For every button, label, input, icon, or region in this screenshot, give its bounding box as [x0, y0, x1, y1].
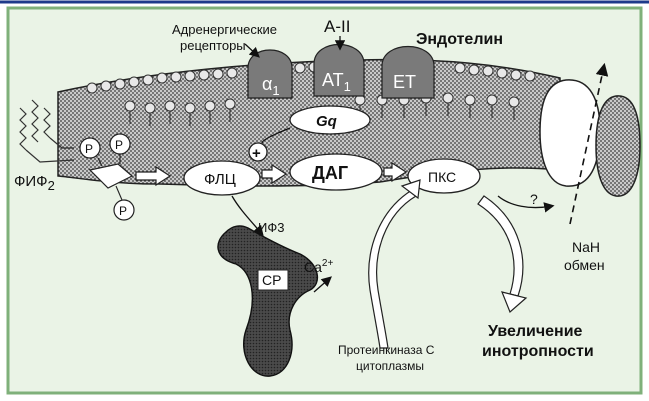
adrenergic-label-line1: Адренергические	[172, 22, 277, 37]
svg-text:P: P	[115, 138, 123, 152]
nah-label-line2: обмен	[564, 257, 605, 273]
inotropy-label-line2: инотропности	[482, 343, 594, 360]
plc-label: ФЛЦ	[204, 171, 236, 188]
cyto-pkc-label-line1: Протеинкиназа С	[338, 343, 435, 357]
svg-text:P: P	[119, 204, 127, 218]
inotropy-label-line1: Увеличение	[488, 323, 583, 340]
svg-text:P: P	[85, 142, 93, 156]
nah-label-line1: NaH	[572, 239, 600, 255]
angiotensin-label: A-II	[324, 17, 350, 36]
adrenergic-label-line2: рецепторы	[180, 38, 246, 53]
ip3-label: ИФ3	[258, 220, 284, 235]
dag-label: ДАГ	[312, 163, 348, 183]
plus-label: +	[252, 145, 261, 162]
question-label: ?	[530, 191, 538, 207]
gq-label: Gq	[316, 113, 337, 130]
sr-label: СР	[262, 272, 281, 288]
et-label: ET	[393, 72, 416, 92]
pkc-label: ПКС	[428, 169, 456, 185]
endothelin-label: Эндотелин	[416, 31, 503, 48]
nah-channel-left	[540, 80, 600, 186]
nah-channel-right	[596, 96, 640, 196]
cyto-pkc-label-line2: цитоплазмы	[356, 359, 424, 373]
